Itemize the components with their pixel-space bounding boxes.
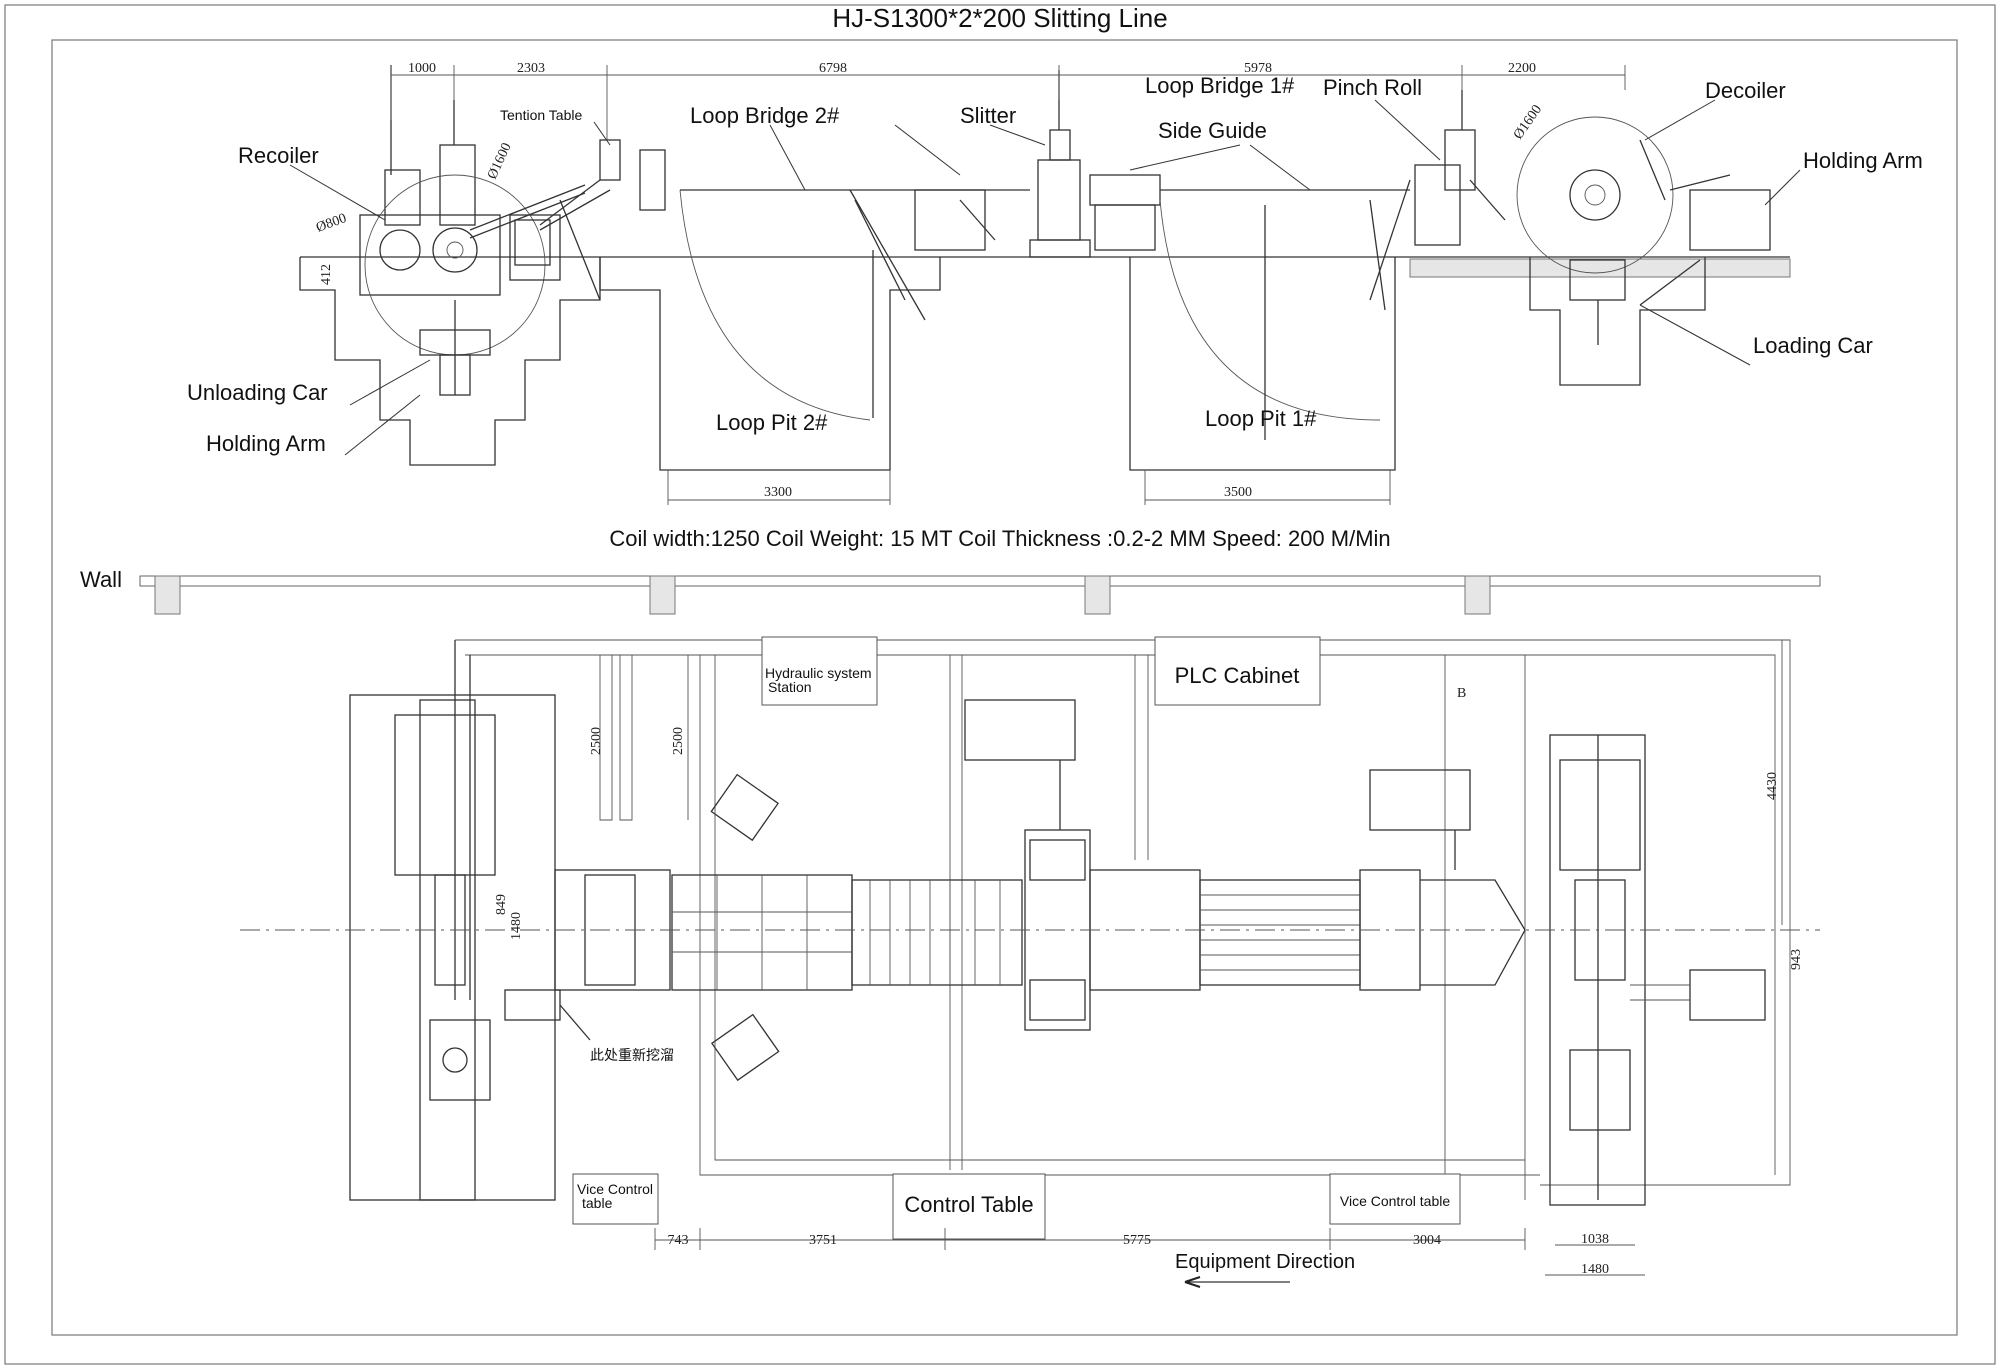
dim-3751: 3751: [809, 1233, 837, 1248]
label-hydraulic-station-2: Station: [768, 679, 812, 695]
dim-2500b: 2500: [671, 727, 686, 755]
label-loading-car: Loading Car: [1753, 333, 1873, 358]
label-holding-arm-left: Holding Arm: [206, 431, 326, 456]
direction-arrow-icon: [1184, 1276, 1201, 1288]
dim-3300: 3300: [764, 485, 792, 500]
label-tention-table: Tention Table: [500, 107, 582, 123]
dim-2500a: 2500: [589, 727, 604, 755]
dim-5775: 5775: [1123, 1233, 1151, 1248]
dim-2303: 2303: [517, 61, 545, 76]
label-pinch-roll: Pinch Roll: [1323, 75, 1422, 100]
label-recoiler: Recoiler: [238, 143, 319, 168]
dim-1480v: 1480: [509, 912, 524, 940]
dim-phi800: Ø800: [314, 211, 348, 236]
label-vice-control-right: Vice Control table: [1340, 1193, 1450, 1209]
label-loop-pit-2: Loop Pit 2#: [716, 410, 828, 435]
dim-943: 943: [1789, 949, 1804, 970]
dim-6798: 6798: [819, 61, 847, 76]
label-hydraulic-station-1: Hydraulic system: [765, 665, 872, 681]
label-unloading-car: Unloading Car: [187, 380, 328, 405]
label-vice-control-left-2: table: [582, 1195, 613, 1211]
label-plc-cabinet: PLC Cabinet: [1175, 663, 1300, 688]
dim-3500: 3500: [1224, 485, 1252, 500]
drawing-title: HJ-S1300*2*200 Slitting Line: [832, 3, 1167, 33]
dim-5978: 5978: [1244, 61, 1272, 76]
dim-2200: 2200: [1508, 61, 1536, 76]
dim-3004: 3004: [1413, 1233, 1441, 1248]
outer-frame: [4, 4, 1996, 1365]
label-side-guide: Side Guide: [1158, 118, 1267, 143]
dim-phi1600-left: Ø1600: [485, 141, 515, 182]
label-loop-pit-1: Loop Pit 1#: [1205, 406, 1317, 431]
dim-412: 412: [319, 264, 334, 285]
dim-743: 743: [668, 1233, 689, 1248]
dim-1000: 1000: [408, 61, 436, 76]
label-decoiler: Decoiler: [1705, 78, 1786, 103]
label-equipment-direction: Equipment Direction: [1175, 1251, 1355, 1273]
label-loop-bridge-2: Loop Bridge 2#: [690, 103, 840, 128]
chinese-note: 此处重新挖溜: [590, 1047, 674, 1063]
dim-849: 849: [494, 894, 509, 915]
label-loop-bridge-1: Loop Bridge 1#: [1145, 73, 1295, 98]
dim-4430: 4430: [1765, 772, 1780, 800]
plan-view: Wall 此处重新挖溜: [80, 567, 1821, 1288]
label-slitter: Slitter: [960, 103, 1016, 128]
dim-1038: 1038: [1581, 1232, 1609, 1247]
specs-line: Coil width:1250 Coil Weight: 15 MT Coil …: [609, 526, 1390, 551]
label-wall: Wall: [80, 567, 122, 592]
side-view: 1000 2303 6798 5978 2200 3300 3500 412 Ø…: [187, 61, 1923, 505]
label-control-table: Control Table: [904, 1192, 1033, 1217]
drawing-border: [51, 39, 1958, 1336]
b-mark: B: [1457, 686, 1466, 701]
label-holding-arm-right: Holding Arm: [1803, 148, 1923, 173]
dim-1480h: 1480: [1581, 1262, 1609, 1277]
dim-phi1600-right: Ø1600: [1511, 102, 1545, 142]
label-vice-control-left-1: Vice Control: [577, 1181, 653, 1197]
